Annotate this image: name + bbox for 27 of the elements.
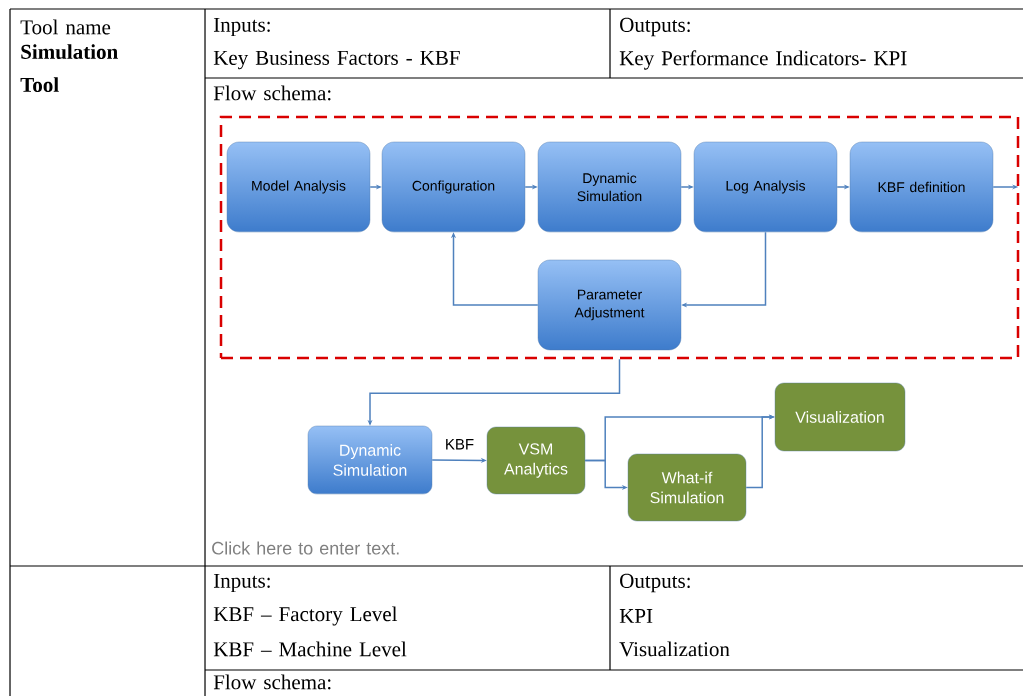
table-text: Key Performance Indicators- KPI [619, 50, 907, 70]
table-text: KBF – Factory Level [213, 606, 398, 626]
process-box: Parameter Adjustment [537, 259, 682, 351]
process-box: KBF definition [849, 141, 994, 233]
table-text: Key Business Factors - KBF [213, 50, 460, 70]
process-box: Model Analysis [226, 141, 371, 233]
process-box: Visualization [774, 382, 906, 452]
table-text: Outputs: [620, 573, 690, 593]
process-box: Dynamic Simulation [307, 425, 433, 495]
table-text: KPI [619, 609, 653, 623]
process-box: VSM Analytics [486, 426, 586, 495]
table-text: Simulation Tool [20, 44, 118, 92]
table-text: Inputs: [213, 17, 270, 37]
process-box: Log Analysis [693, 141, 838, 233]
process-box: What-if Simulation [627, 453, 747, 522]
table-text: Tool name [20, 19, 111, 35]
table-text: Outputs: [620, 17, 690, 37]
process-box: Dynamic Simulation [537, 141, 682, 233]
table-text: Flow schema: [213, 85, 331, 101]
process-box: Configuration [381, 141, 526, 233]
edge-label: KBF [443, 438, 476, 451]
table-text: Flow schema: [213, 674, 331, 690]
table-text: KBF – Machine Level [213, 641, 407, 657]
table-text: Visualization [619, 641, 730, 657]
table-text: Inputs: [213, 573, 270, 593]
placeholder-text: Click here to enter text. [212, 541, 399, 555]
dashed-region [219, 115, 1020, 360]
